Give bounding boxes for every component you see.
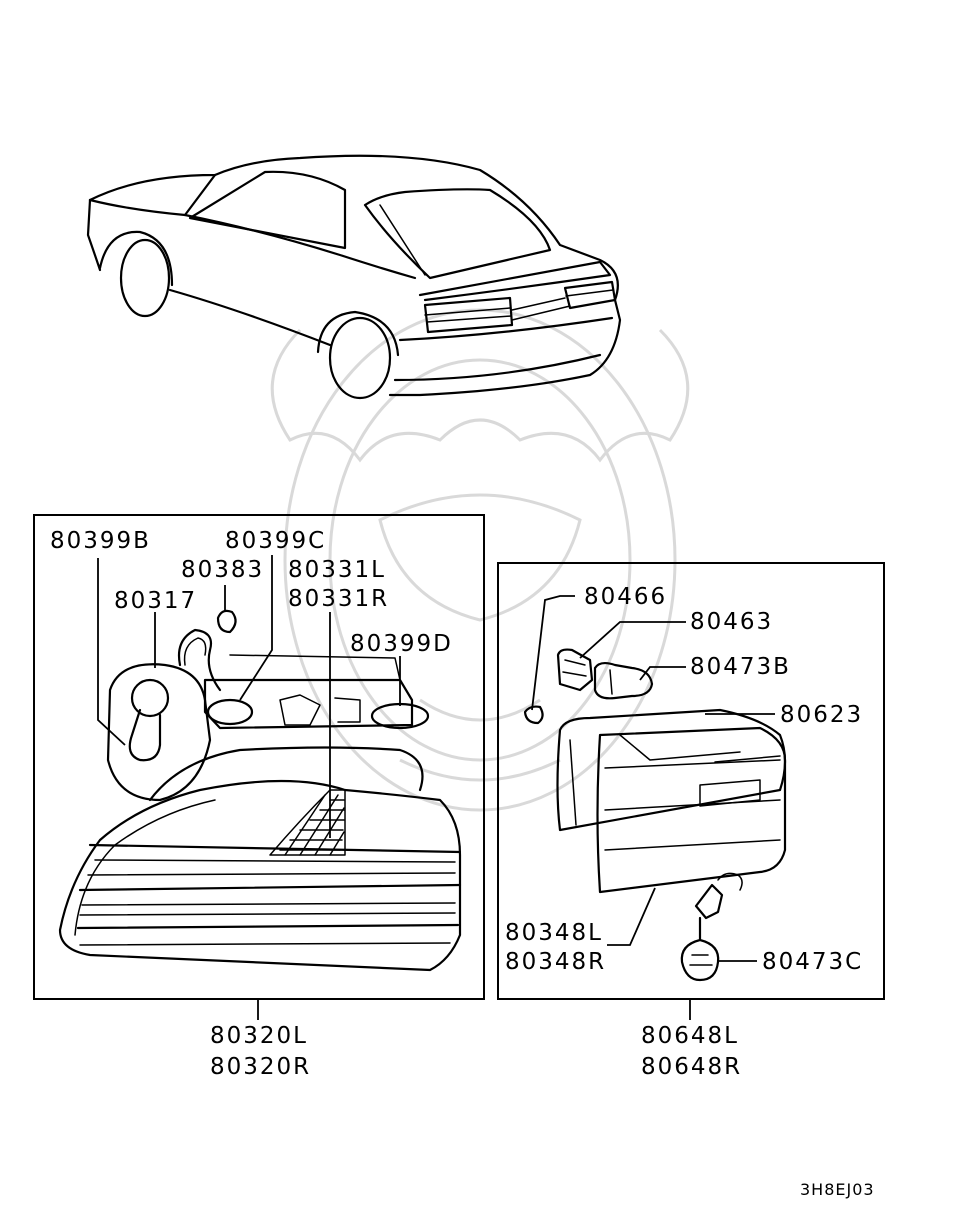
label-80399D: 80399D bbox=[350, 631, 453, 657]
label-80399B: 80399B bbox=[50, 528, 151, 554]
label-80331R: 80331R bbox=[288, 586, 389, 612]
label-80473C: 80473C bbox=[762, 949, 863, 975]
label-80317: 80317 bbox=[114, 588, 197, 614]
car-illustration bbox=[86, 154, 622, 400]
assembly-label-80648R: 80648R bbox=[641, 1054, 742, 1080]
assembly-label-80648L: 80648L bbox=[641, 1023, 739, 1049]
label-80466: 80466 bbox=[584, 584, 667, 610]
assembly-label-80320L: 80320L bbox=[210, 1023, 308, 1049]
label-80348L: 80348L bbox=[505, 920, 603, 946]
right-part-labels: 80466 80463 80473B 80623 80348L 80348R 8… bbox=[505, 584, 863, 1080]
label-80331L: 80331L bbox=[288, 557, 386, 583]
label-80383: 80383 bbox=[181, 557, 264, 583]
left-part-labels: 80399B 80399C 80383 80331L 80317 80331R … bbox=[50, 528, 453, 1080]
left-leader-lines bbox=[97, 555, 401, 1020]
assembly-label-80320R: 80320R bbox=[210, 1054, 311, 1080]
diagram-code: 3H8EJ03 bbox=[800, 1180, 875, 1199]
left-assembly-frame bbox=[33, 514, 485, 1000]
right-assembly-frame bbox=[497, 562, 885, 1000]
left-tail-lamp-drawing bbox=[58, 609, 462, 972]
right-leader-lines bbox=[531, 595, 775, 1020]
label-80399C: 80399C bbox=[225, 528, 326, 554]
right-lamp-drawing bbox=[523, 648, 787, 982]
label-80473B: 80473B bbox=[690, 654, 791, 680]
label-80463: 80463 bbox=[690, 609, 773, 635]
label-80348R: 80348R bbox=[505, 949, 606, 975]
label-80623: 80623 bbox=[780, 702, 863, 728]
